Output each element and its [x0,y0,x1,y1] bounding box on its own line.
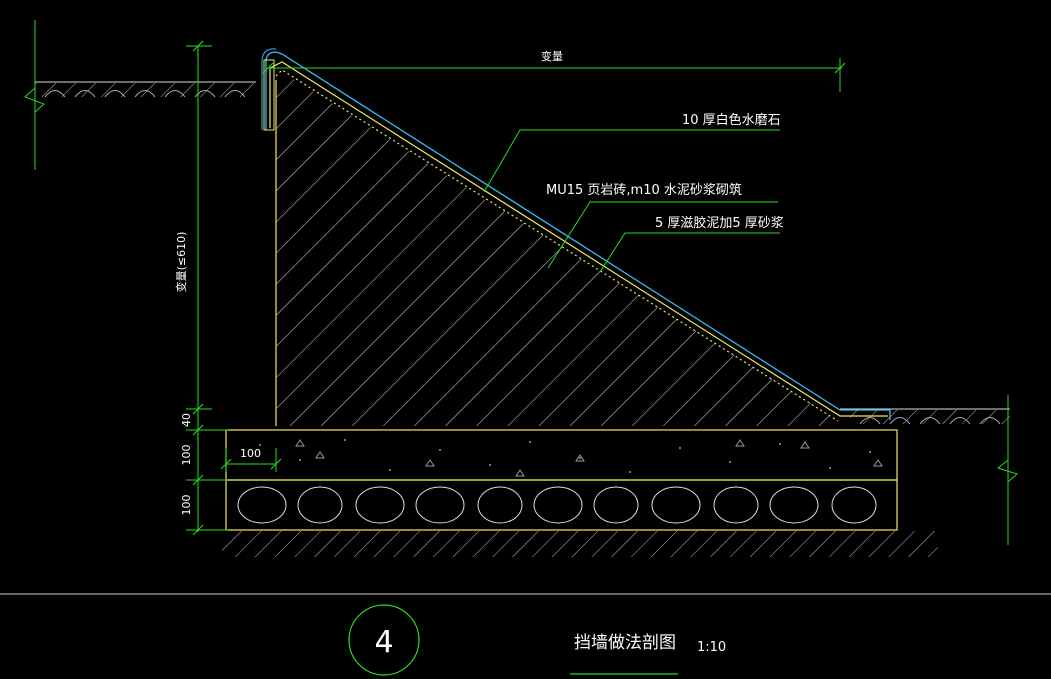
dim-40: 40 [180,413,193,427]
dim-100-stone: 100 [180,495,193,516]
drawing-title: 挡墙做法剖图 [574,633,676,653]
callout-terrazzo: 10 厚白色水磨石 [682,112,781,128]
dim-100-concrete: 100 [180,445,193,466]
drawing-scale: 1:10 [697,640,726,655]
top-dimension-line [262,58,846,92]
callout-mortar: 5 厚滋胶泥加5 厚砂浆 [655,215,784,231]
dim-100-inner: 100 [240,447,261,460]
concrete-base [225,429,898,481]
callout-brick: MU15 页岩砖,m10 水泥砂浆砌筑 [546,182,742,198]
finish-layers [261,48,891,422]
side-dimension-lines [24,20,1018,545]
callout-leaders [483,129,780,273]
top-dimension-text: 变量 [541,49,563,63]
subgrade [222,531,938,557]
stone-base [225,479,898,531]
title-block [0,593,1051,676]
ground-left [35,81,256,98]
detail-number: 4 [374,625,393,660]
wall-height-dimension: 变量(≤610) [174,232,188,293]
